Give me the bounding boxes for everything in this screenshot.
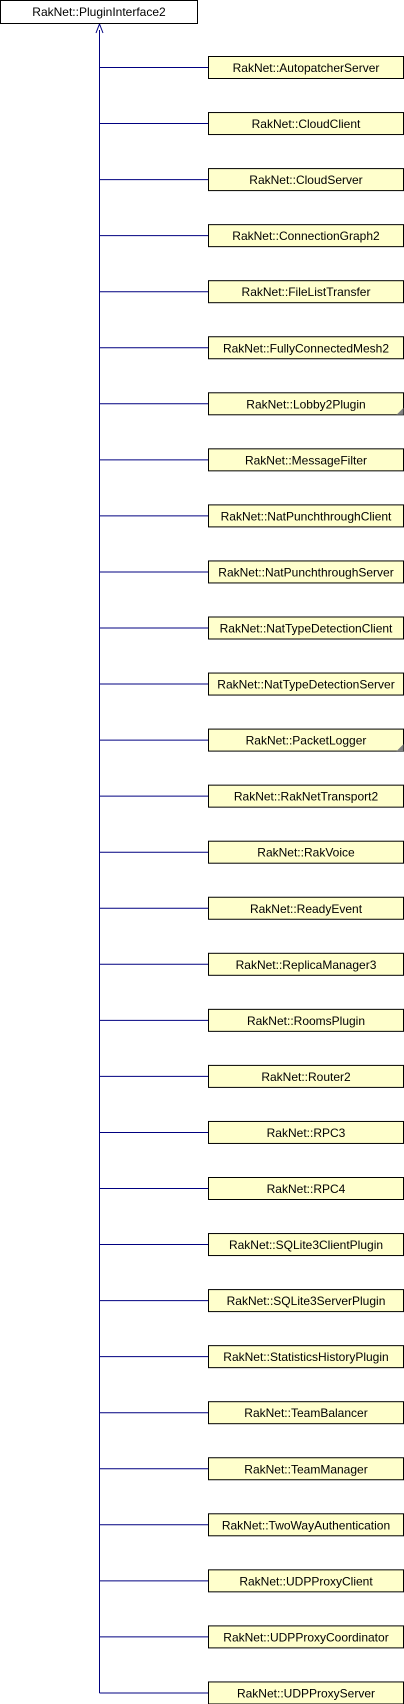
derived-class-label: RakNet::FullyConnectedMesh2: [223, 341, 389, 355]
derived-class-node[interactable]: RakNet::Lobby2Plugin: [208, 392, 404, 416]
derived-class-label: RakNet::RoomsPlugin: [247, 1014, 365, 1028]
derived-class-node[interactable]: RakNet::SQLite3ClientPlugin: [208, 1233, 404, 1257]
derived-class-node[interactable]: RakNet::UDPProxyServer: [208, 1681, 404, 1704]
derived-class-node[interactable]: RakNet::CloudServer: [208, 168, 404, 192]
derived-class-label: RakNet::UDPProxyServer: [237, 1686, 375, 1700]
derived-class-label: RakNet::UDPProxyCoordinator: [223, 1630, 388, 1644]
derived-class-label: RakNet::RPC3: [267, 1126, 346, 1140]
derived-class-node[interactable]: RakNet::ReplicaManager3: [208, 952, 404, 976]
more-subclasses-icon: [396, 744, 404, 752]
derived-class-label: RakNet::StatisticsHistoryPlugin: [223, 1350, 388, 1364]
base-class-node[interactable]: RakNet::PluginInterface2: [0, 0, 198, 24]
derived-class-node[interactable]: RakNet::ReadyEvent: [208, 896, 404, 920]
derived-class-label: RakNet::RakNetTransport2: [234, 790, 379, 804]
derived-class-node[interactable]: RakNet::NatPunchthroughServer: [208, 560, 404, 584]
inheritance-edges: [95, 22, 209, 1694]
derived-class-label: RakNet::TeamManager: [244, 1462, 367, 1476]
derived-class-node[interactable]: RakNet::UDPProxyClient: [208, 1569, 404, 1593]
derived-class-label: RakNet::UDPProxyClient: [239, 1574, 373, 1588]
derived-class-node[interactable]: RakNet::RPC4: [208, 1177, 404, 1200]
base-class-box: [0, 0, 198, 24]
derived-class-node[interactable]: RakNet::StatisticsHistoryPlugin: [208, 1345, 404, 1369]
derived-class-label: RakNet::SQLite3ServerPlugin: [227, 1294, 386, 1308]
derived-class-node[interactable]: RakNet::NatTypeDetectionServer: [208, 672, 404, 696]
derived-class-label: RakNet::CloudClient: [252, 117, 361, 131]
derived-class-label: RakNet::CloudServer: [249, 173, 362, 187]
derived-class-label: RakNet::ConnectionGraph2: [232, 229, 380, 243]
derived-class-label: RakNet::MessageFilter: [245, 453, 367, 467]
derived-class-label: RakNet::SQLite3ClientPlugin: [229, 1238, 383, 1252]
derived-class-label: RakNet::FileListTransfer: [242, 285, 371, 299]
more-subclasses-icon: [396, 407, 404, 415]
derived-class-node[interactable]: RakNet::Router2: [208, 1064, 404, 1088]
derived-class-node[interactable]: RakNet::TwoWayAuthentication: [208, 1513, 404, 1537]
derived-class-node[interactable]: RakNet::MessageFilter: [208, 448, 404, 472]
derived-class-node[interactable]: RakNet::SQLite3ServerPlugin: [208, 1289, 404, 1313]
derived-class-label: RakNet::Router2: [261, 1070, 351, 1084]
derived-class-label: RakNet::NatPunchthroughClient: [221, 509, 392, 523]
derived-class-label: RakNet::NatTypeDetectionClient: [220, 622, 393, 636]
derived-class-label: RakNet::TwoWayAuthentication: [222, 1518, 390, 1532]
derived-class-label: RakNet::PacketLogger: [246, 734, 367, 748]
derived-class-label: RakNet::TeamBalancer: [244, 1406, 367, 1420]
derived-class-node[interactable]: RakNet::RakVoice: [208, 840, 404, 864]
derived-class-label: RakNet::ReadyEvent: [250, 902, 363, 916]
derived-class-label: RakNet::ReplicaManager3: [236, 958, 377, 972]
derived-class-label: RakNet::NatPunchthroughServer: [218, 565, 393, 579]
derived-class-label: RakNet::RakVoice: [257, 846, 355, 860]
derived-class-label: RakNet::RPC4: [267, 1182, 346, 1196]
derived-class-node[interactable]: RakNet::TeamManager: [208, 1457, 404, 1481]
derived-class-label: RakNet::Lobby2Plugin: [246, 397, 365, 411]
derived-class-node[interactable]: RakNet::FileListTransfer: [208, 280, 404, 304]
derived-class-node[interactable]: RakNet::NatTypeDetectionClient: [208, 616, 404, 640]
derived-class-list: RakNet::AutopatcherServerRakNet::CloudCl…: [208, 56, 404, 1704]
derived-class-node[interactable]: RakNet::RPC3: [208, 1120, 404, 1144]
derived-class-node[interactable]: RakNet::UDPProxyCoordinator: [208, 1625, 404, 1649]
derived-class-label: RakNet::NatTypeDetectionServer: [217, 678, 394, 692]
base-class-label: RakNet::PluginInterface2: [32, 5, 166, 19]
derived-class-node[interactable]: RakNet::ConnectionGraph2: [208, 224, 404, 248]
derived-class-node[interactable]: RakNet::PacketLogger: [208, 728, 404, 752]
derived-class-node[interactable]: RakNet::CloudClient: [208, 112, 404, 136]
derived-class-node[interactable]: RakNet::AutopatcherServer: [208, 56, 404, 79]
derived-class-node[interactable]: RakNet::NatPunchthroughClient: [208, 504, 404, 528]
derived-class-label: RakNet::AutopatcherServer: [233, 61, 380, 75]
derived-class-node[interactable]: RakNet::FullyConnectedMesh2: [208, 336, 404, 360]
derived-class-node[interactable]: RakNet::TeamBalancer: [208, 1401, 404, 1425]
derived-class-node[interactable]: RakNet::RakNetTransport2: [208, 784, 404, 808]
derived-class-node[interactable]: RakNet::RoomsPlugin: [208, 1008, 404, 1032]
